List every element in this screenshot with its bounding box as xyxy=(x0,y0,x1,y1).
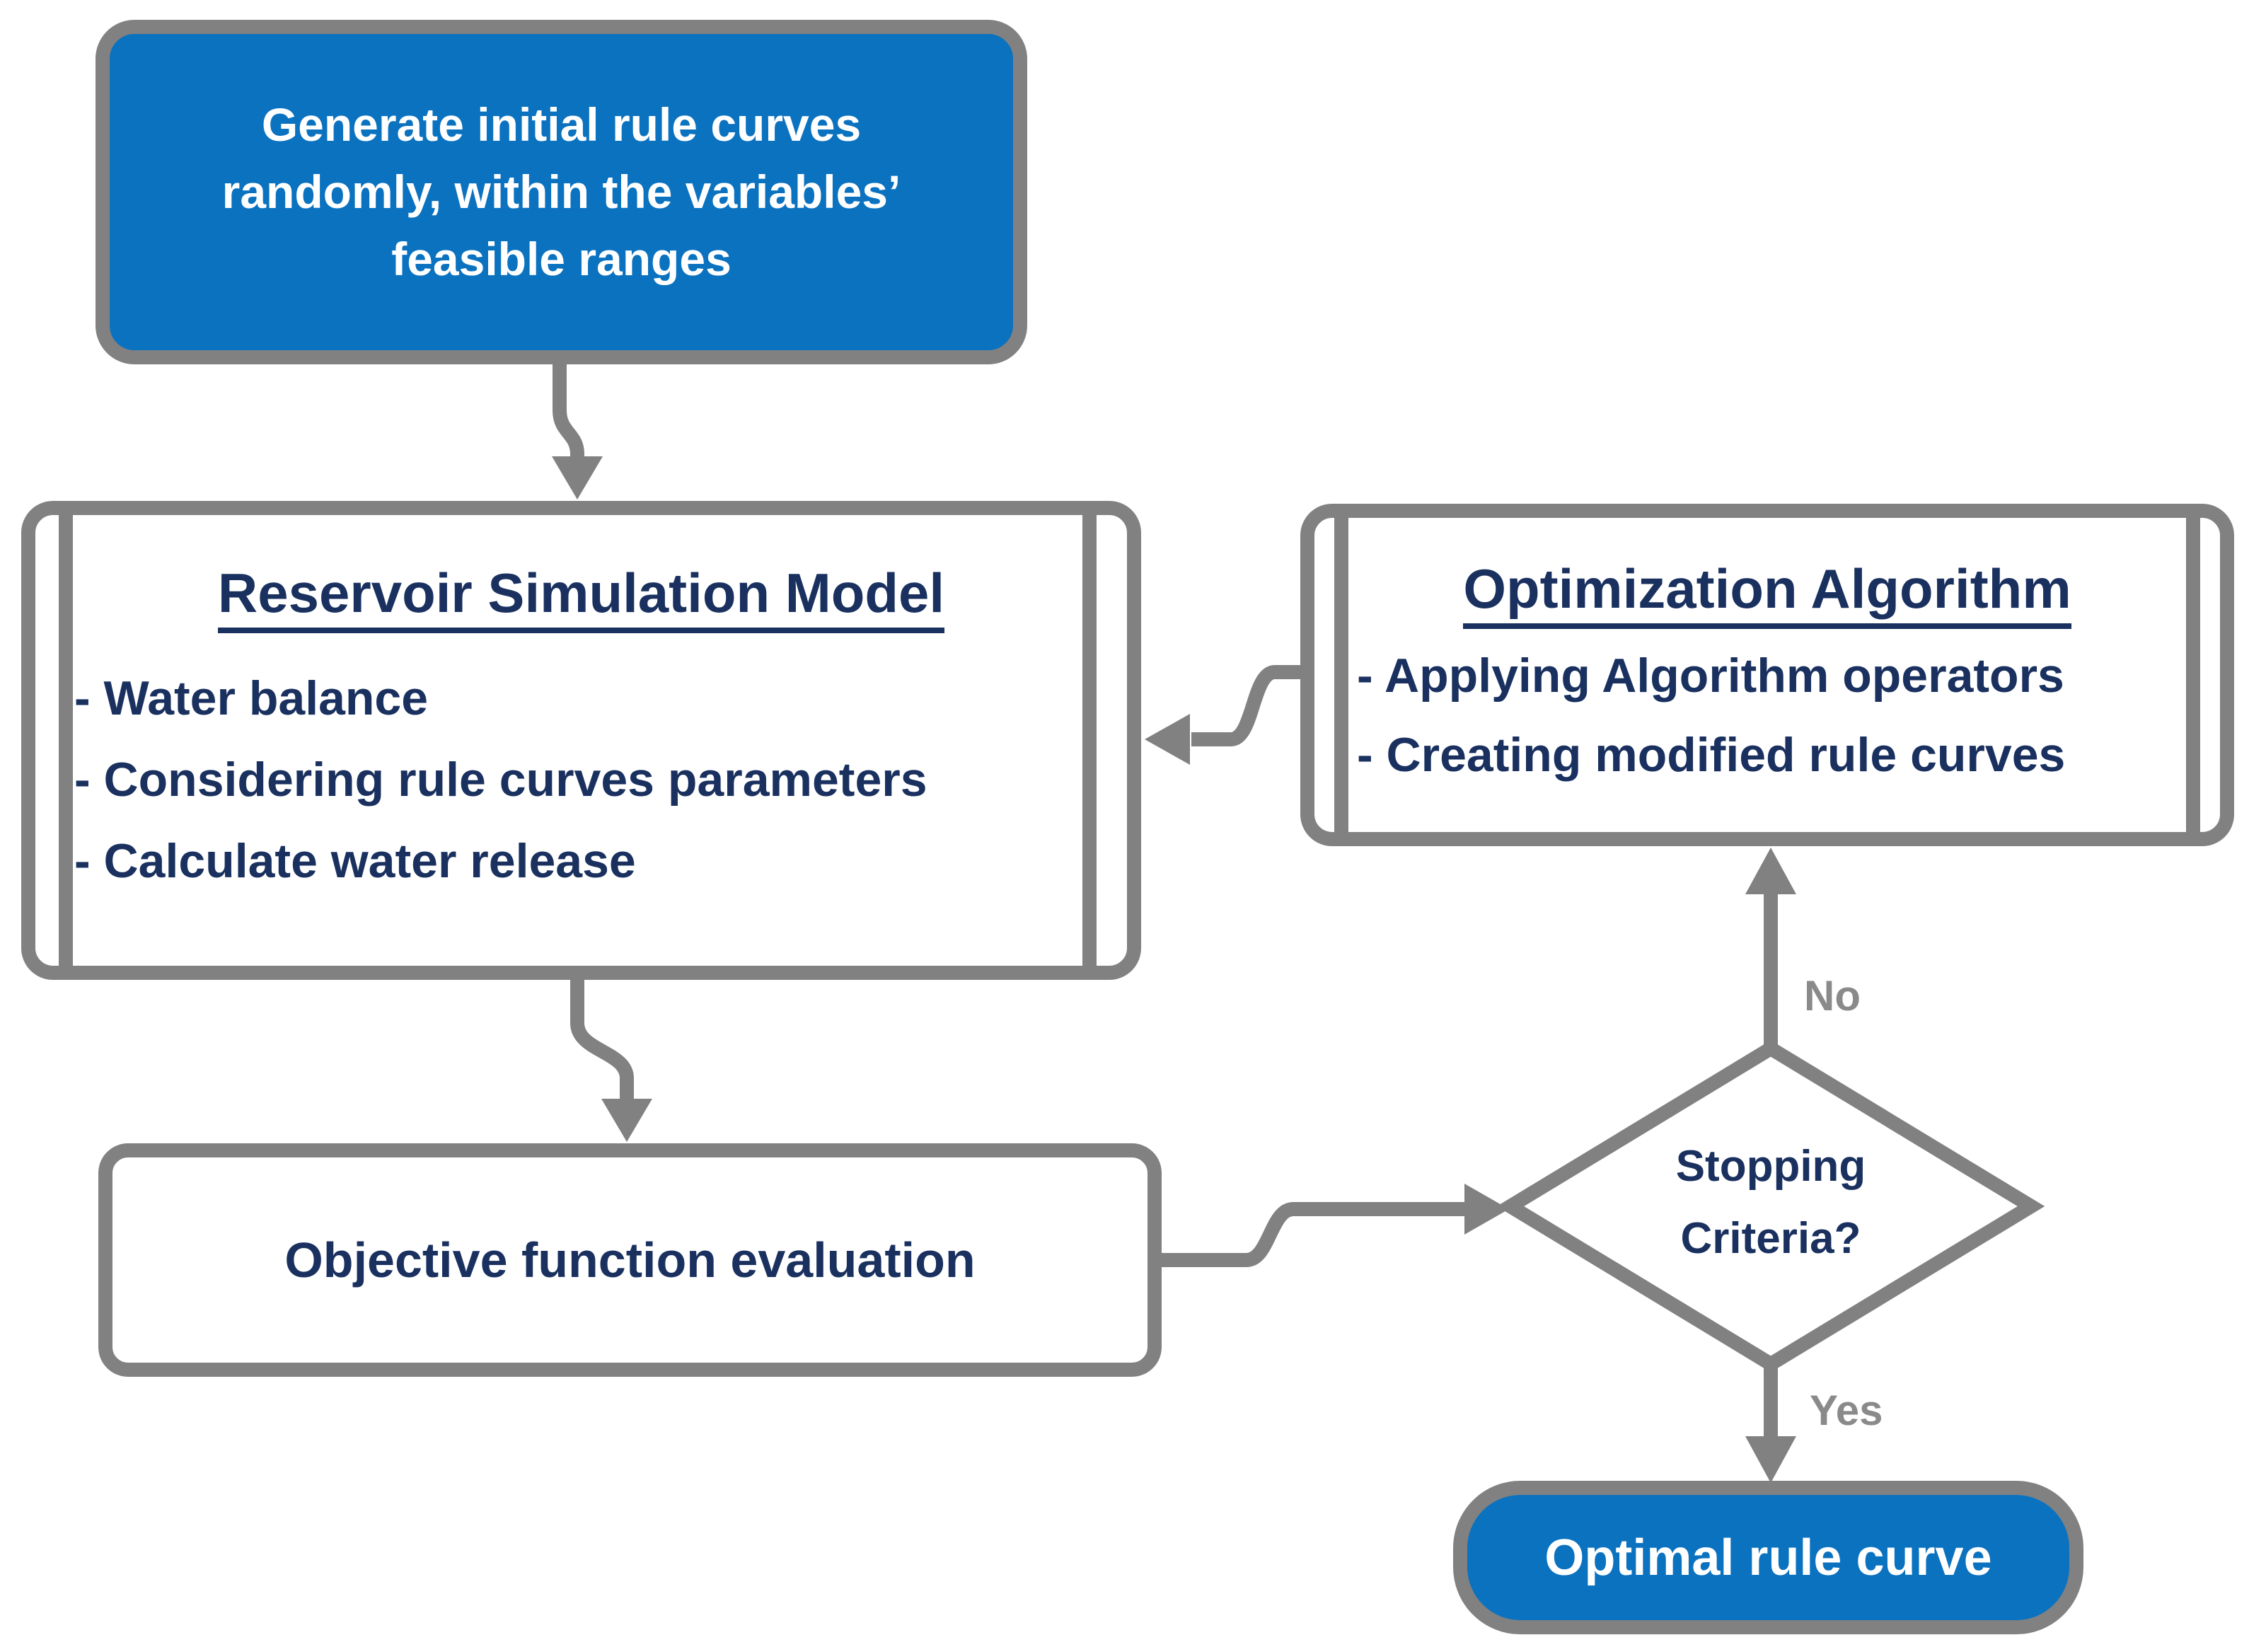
bullet-item: - Calculate water release xyxy=(74,834,636,888)
predefined-process-inner-line xyxy=(59,515,73,966)
reservoir-bullet-list: - Water balance - Considering rule curve… xyxy=(35,658,1127,902)
arrowhead-down-into-optimal xyxy=(1745,1436,1796,1483)
bullet-item: - Creating modified rule curves xyxy=(1357,728,2066,782)
connector-optimization-to-reservoir xyxy=(1191,665,1303,746)
optimal-rule-curve-node: Optimal rule curve xyxy=(1453,1481,2083,1634)
arrowhead-down-into-objective xyxy=(601,1099,652,1142)
no-edge-label: No xyxy=(1804,972,1861,1019)
arrowhead-up-into-optimization xyxy=(1745,848,1796,894)
arrowhead-left-into-reservoir xyxy=(1145,714,1190,765)
start-node-text-line: Generate initial rule curves xyxy=(261,98,862,151)
objective-evaluation-node: Objective function evaluation xyxy=(98,1143,1162,1377)
connector-reservoir-to-objective xyxy=(570,976,634,1102)
predefined-process-inner-line xyxy=(1334,518,1348,832)
bullet-item: - Water balance xyxy=(74,671,429,725)
decision-diamond xyxy=(1496,1040,2045,1373)
connector-start-to-reservoir xyxy=(553,357,584,461)
start-node: Generate initial rule curves randomly, w… xyxy=(96,20,1027,364)
decision-text-line: Criteria? xyxy=(1680,1214,1861,1263)
yes-edge-label: Yes xyxy=(1810,1387,1883,1434)
reservoir-title: Reservoir Simulation Model xyxy=(35,554,1127,633)
arrowhead-down-into-reservoir xyxy=(552,456,603,499)
reservoir-simulation-node: Reservoir Simulation Model - Water balan… xyxy=(21,501,1141,980)
bullet-item: - Applying Algorithm operators xyxy=(1357,649,2064,703)
reservoir-title-text: Reservoir Simulation Model xyxy=(217,561,945,633)
optimization-bullet-list: - Applying Algorithm operators - Creatin… xyxy=(1314,636,2220,795)
optimization-title: Optimization Algorithm xyxy=(1314,550,2220,629)
start-node-text-line: feasible ranges xyxy=(391,233,732,285)
decision-text-line: Stopping xyxy=(1675,1142,1866,1191)
optimization-algorithm-node: Optimization Algorithm - Applying Algori… xyxy=(1300,504,2234,846)
optimization-title-text: Optimization Algorithm xyxy=(1463,557,2071,629)
decision-label: Stopping Criteria? xyxy=(1559,1131,1983,1275)
predefined-process-inner-line xyxy=(2186,518,2200,832)
bullet-item: - Considering rule curves parameters xyxy=(74,753,927,807)
arrowhead-right-into-decision xyxy=(1464,1184,1509,1235)
connector-objective-to-decision xyxy=(1159,1202,1466,1267)
start-node-text-line: randomly, within the variables’ xyxy=(221,166,901,218)
objective-node-text: Objective function evaluation xyxy=(284,1232,976,1288)
predefined-process-inner-line xyxy=(1082,515,1097,966)
optimal-node-text: Optimal rule curve xyxy=(1544,1529,1992,1586)
